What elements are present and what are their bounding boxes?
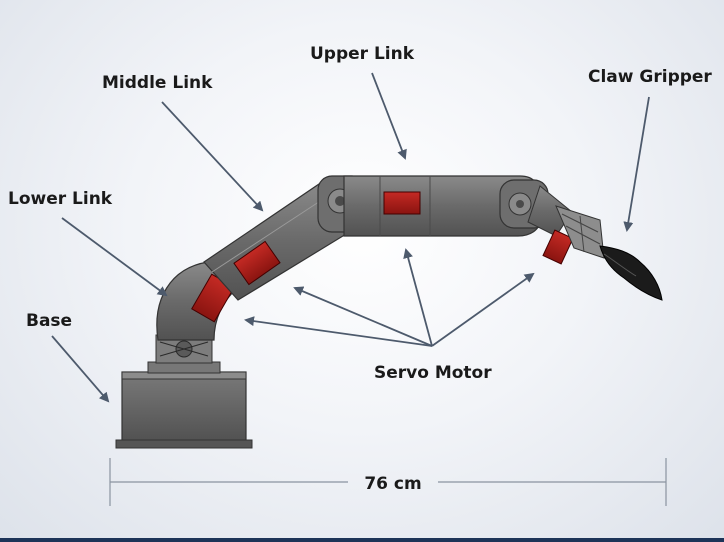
wrist-joint xyxy=(499,179,573,237)
servo-arrow-wrist xyxy=(431,272,535,347)
annotation-arrows xyxy=(51,72,650,403)
base-block xyxy=(115,361,253,449)
claw-fingers xyxy=(599,245,663,301)
lower-link-arrow xyxy=(61,217,168,297)
servo-motor-label: Servo Motor xyxy=(374,363,492,383)
claw-gripper-label: Claw Gripper xyxy=(588,67,712,87)
wrist-servo xyxy=(542,229,574,265)
claw-gripper-arrow xyxy=(623,96,650,232)
gripper-frame xyxy=(555,205,605,259)
base-label: Base xyxy=(26,311,72,331)
servo-arrow-upper xyxy=(403,248,433,347)
middle-link-servo xyxy=(233,240,281,286)
upper-link-servo xyxy=(383,191,421,215)
middle-link-arrow xyxy=(161,101,264,212)
dimension-line: 76 cm xyxy=(109,458,667,506)
servo-arrow-middle xyxy=(293,286,433,347)
upper-link-arrow xyxy=(371,72,407,160)
bottom-accent-bar xyxy=(0,538,724,542)
upper-link xyxy=(343,175,541,237)
middle-link-label: Middle Link xyxy=(102,73,213,93)
base-arrow xyxy=(51,335,110,403)
servo-arrow-lower xyxy=(244,316,433,347)
robot-arm xyxy=(115,175,663,449)
upper-link-label: Upper Link xyxy=(310,44,415,64)
lower-link-label: Lower Link xyxy=(8,189,113,209)
dimension-label: 76 cm xyxy=(364,474,421,494)
